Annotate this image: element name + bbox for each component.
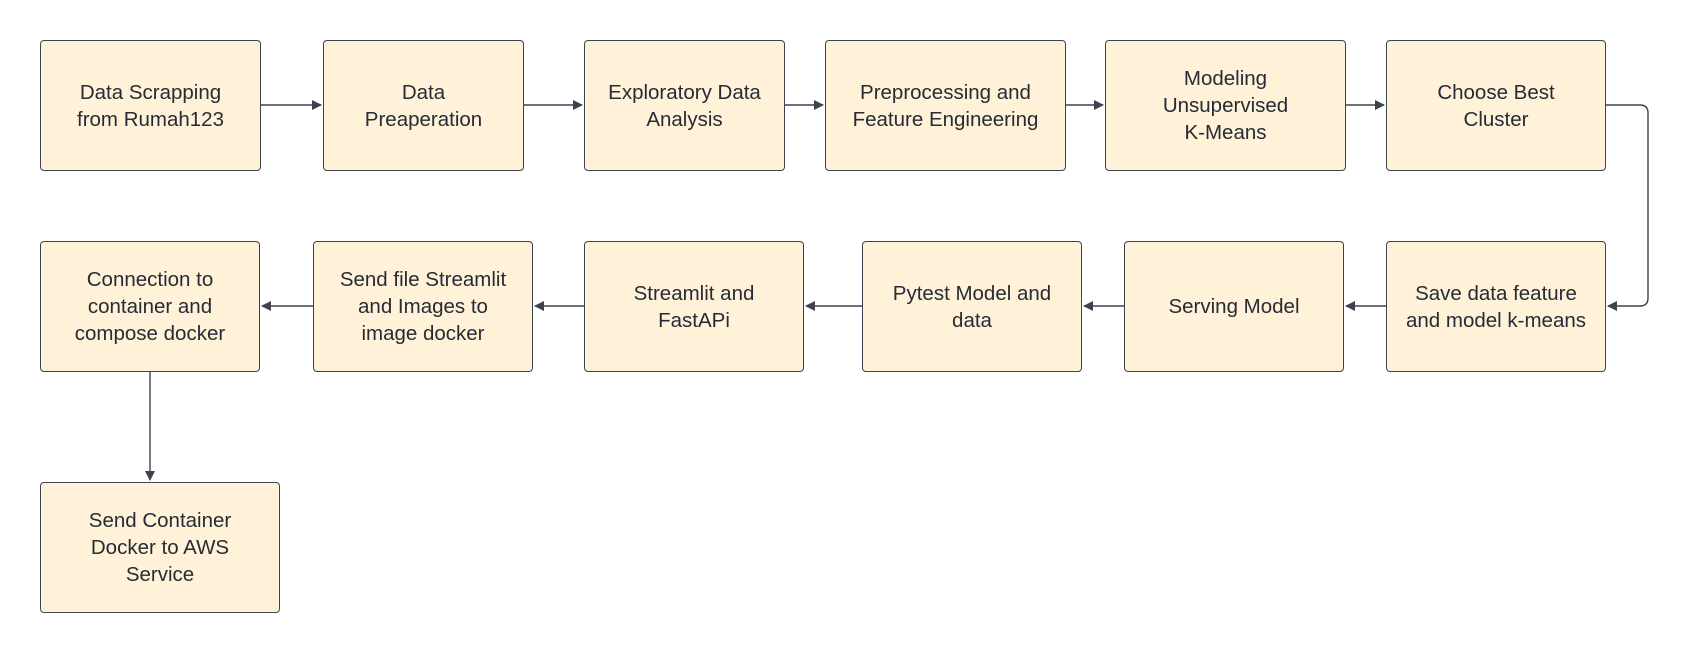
node-save-data-feature: Save data feature and model k-means: [1386, 241, 1606, 372]
node-label: Preprocessing and Feature Engineering: [852, 80, 1039, 131]
node-exploratory-data-analysis: Exploratory Data Analysis: [584, 40, 785, 171]
arrow-choose-cluster-to-save-data: [1606, 104, 1649, 311]
node-serving-model: Serving Model: [1124, 241, 1344, 372]
node-preprocessing-feature-engineering: Preprocessing and Feature Engineering: [825, 40, 1066, 171]
node-data-scrapping: Data Scrapping from Rumah123: [40, 40, 261, 171]
node-label: Data Scrapping from Rumah123: [77, 80, 224, 131]
node-choose-best-cluster: Choose Best Cluster: [1386, 40, 1606, 171]
node-label: Send file Streamlit and Images to image …: [339, 268, 507, 345]
node-label: Pytest Model and data: [892, 281, 1052, 332]
node-modeling-kmeans: Modeling Unsupervised K-Means: [1105, 40, 1346, 171]
node-connection-container: Connection to container and compose dock…: [40, 241, 260, 372]
node-label: Connection to container and compose dock…: [74, 268, 226, 345]
node-label: Save data feature and model k-means: [1405, 281, 1587, 332]
node-label: Modeling Unsupervised K-Means: [1162, 67, 1289, 144]
node-streamlit-fastapi: Streamlit and FastAPi: [584, 241, 804, 372]
node-label: Exploratory Data Analysis: [608, 80, 761, 131]
node-send-file-streamlit: Send file Streamlit and Images to image …: [313, 241, 533, 372]
node-data-preaperation: Data Preaperation: [323, 40, 524, 171]
node-label: Send Container Docker to AWS Service: [88, 509, 232, 586]
node-label: Data Preaperation: [364, 80, 483, 131]
node-label: Choose Best Cluster: [1437, 80, 1555, 131]
node-label: Streamlit and FastAPi: [633, 281, 755, 332]
node-send-container-aws: Send Container Docker to AWS Service: [40, 482, 280, 613]
node-label: Serving Model: [1168, 295, 1300, 318]
node-pytest-model: Pytest Model and data: [862, 241, 1082, 372]
